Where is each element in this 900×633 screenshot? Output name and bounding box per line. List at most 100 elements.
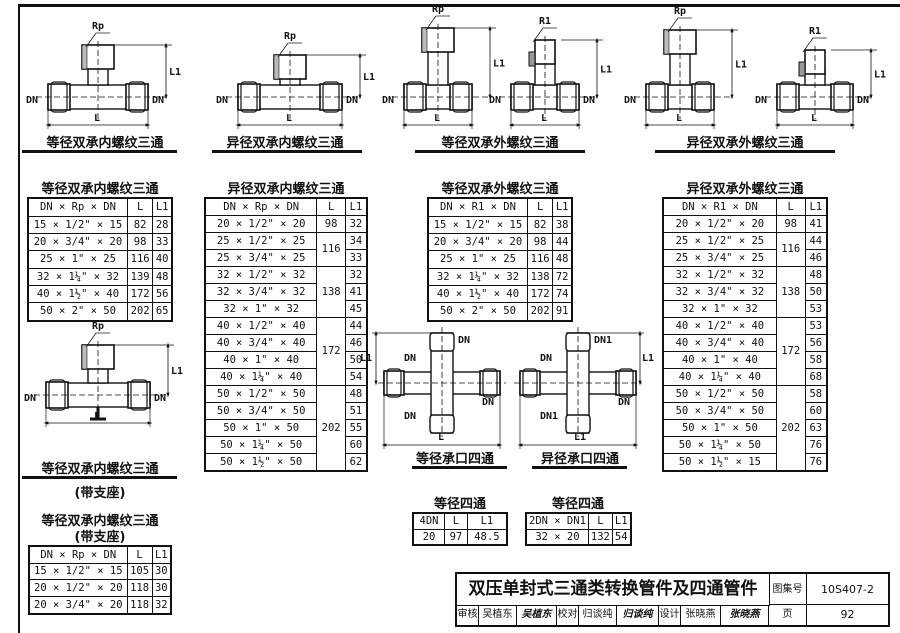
l1-cell: 56 (804, 333, 828, 352)
branch-label: DN (458, 335, 470, 346)
table-subtitle: (带支座) (74, 530, 126, 545)
column-header: DN × Rp × DN (204, 197, 318, 217)
dn-label: DN (154, 393, 166, 404)
l1-cell: 63 (804, 418, 828, 437)
l1-cell: 55 (344, 418, 368, 437)
l-cell: 116 (775, 232, 806, 268)
title-underline (532, 466, 627, 469)
size-cell: 20 × 1/2" × 20 (204, 215, 318, 234)
drawing-title-support-tee: 等径双承内螺纹三通 (41, 462, 159, 477)
l-cell: 82 (526, 215, 554, 234)
page-label: 页 (769, 605, 807, 625)
l-label: L (676, 113, 682, 124)
drawing-title-reducing-internal-tee: 异径双承内螺纹三通 (226, 136, 344, 151)
l1-cell: 76 (804, 435, 828, 454)
dn-label: DN (404, 353, 416, 364)
l1-cell: 48 (804, 266, 828, 285)
size-cell: 25 × 1" × 25 (427, 250, 528, 269)
dn-label: DN (857, 95, 869, 106)
column-header: L1 (152, 197, 173, 217)
title-underline (412, 466, 507, 469)
l1-cell: 45 (344, 300, 368, 319)
size-cell: 40 × 3/4" × 40 (204, 333, 318, 352)
l1-cell: 48 (152, 267, 173, 286)
size-cell: 40 × 1¼" × 40 (662, 367, 777, 386)
dn-label: DN (382, 95, 394, 106)
column-header: DN × Rp × DN (27, 197, 128, 217)
l1-cell: 60 (344, 435, 368, 454)
l1-cell: 44 (344, 317, 368, 335)
branch-label: DN1 (540, 411, 558, 422)
l-cell: 98 (775, 215, 806, 234)
l1-cell: 40 (152, 250, 173, 269)
l1-cell: 30 (151, 562, 172, 581)
l1-cell: 44 (552, 232, 573, 252)
dn-label: DN (624, 95, 636, 106)
drawing-title-equal-internal-tee: 等径双承内螺纹三通 (46, 136, 164, 151)
r1-label: R1 (809, 26, 821, 37)
l-cell: 138 (775, 266, 806, 319)
dn-label: DN (755, 95, 767, 106)
l1-cell: 50 (804, 283, 828, 302)
l1-label: L1 (169, 67, 181, 78)
l1-cell: 32 (344, 266, 368, 285)
column-header: DN × R1 × DN (662, 197, 777, 217)
dn-label: DN (216, 95, 228, 106)
rp-label: Rp (92, 21, 104, 32)
l1-cell: 50 (344, 350, 368, 369)
size-cell: 50 × 1½" × 50 (204, 452, 318, 472)
l1-cell: 53 (804, 317, 828, 335)
title-underline (655, 150, 835, 153)
dn-label: DN (482, 397, 494, 408)
dn-label: DN (489, 95, 501, 106)
l1-label: L1 (874, 70, 886, 81)
size-cell: 20 × 3/4" × 20 (27, 232, 128, 252)
l-cell: 172 (126, 284, 154, 304)
dimension-label: L1 (574, 432, 586, 443)
drawing-frame-left (18, 4, 20, 633)
table-row: 50 × 3/4" × 50 60 (662, 401, 828, 420)
size-cell: 50 × 1" × 50 (204, 418, 318, 437)
l1-cell: 60 (804, 401, 828, 420)
size-cell: 32 × 20 (525, 528, 589, 546)
size-cell: 40 × 1" × 40 (204, 350, 318, 369)
size-cell: 20 × 1/2" × 20 (662, 215, 777, 234)
rp-label: Rp (674, 6, 686, 17)
column-header: L1 (611, 512, 632, 530)
size-cell: 50 × 1½" × 15 (662, 452, 777, 472)
l1-cell: 38 (552, 215, 573, 234)
column-header: 4DN (412, 512, 446, 530)
dn-label: DN (540, 353, 552, 364)
l-label: L (286, 113, 292, 124)
l-cell: 202 (126, 302, 154, 322)
size-cell: 20 (412, 528, 446, 546)
l1-cell: 91 (552, 302, 573, 322)
l-cell: 172 (775, 317, 806, 386)
size-cell: 50 × 1¼" × 50 (662, 435, 777, 454)
drawing-title: 双压单封式三通类转换管件及四通管件 (457, 574, 770, 606)
l-cell: 139 (126, 267, 154, 286)
size-cell: 50 × 3/4" × 50 (662, 401, 777, 420)
l-cell: 98 (316, 215, 346, 234)
size-cell: 40 × 1½" × 40 (427, 284, 528, 304)
table-row: 50 × 1½" × 50 62 (204, 452, 368, 472)
l1-label: L1 (735, 60, 747, 71)
l1-cell: 53 (804, 300, 828, 319)
dn-label: DN (346, 95, 358, 106)
checker-signature: 归谈纯 (617, 605, 659, 625)
column-header: L1 (344, 197, 368, 217)
l1-cell: 62 (344, 452, 368, 472)
l1-cell: 51 (344, 401, 368, 420)
column-header: L1 (804, 197, 828, 217)
l-label: L (94, 113, 100, 124)
